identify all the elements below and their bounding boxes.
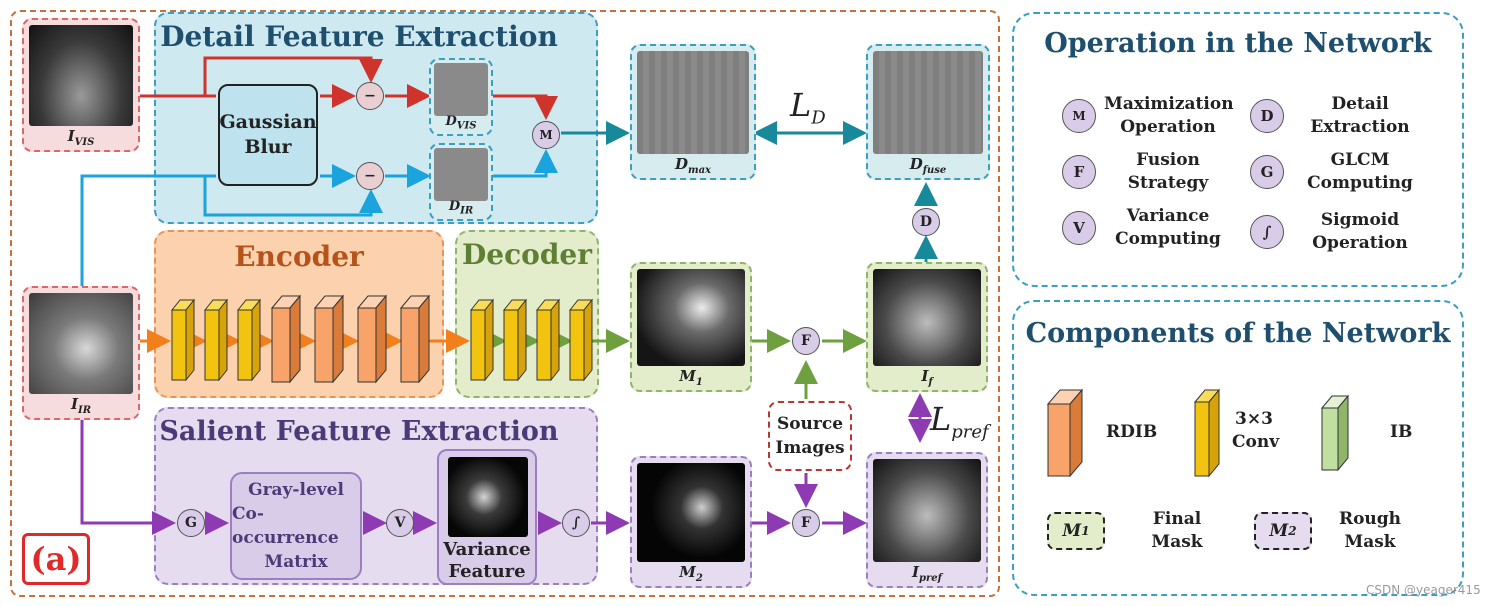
sigmoid-op: ∫ <box>562 509 590 537</box>
decoder-title: Decoder <box>462 238 592 271</box>
image-i-f: If <box>866 262 988 392</box>
image-d-fuse: Dfuse <box>866 44 990 180</box>
source-line-2: Images <box>775 438 845 458</box>
variance-feature-block: Variance Feature <box>437 449 537 585</box>
subtract-op-ir: − <box>356 162 384 190</box>
encoder-conv-blocks <box>170 298 262 382</box>
gaussian-blur-block: Gaussian Blur <box>218 84 318 186</box>
image-i-vis: IVIS <box>22 18 140 152</box>
caption-d-max: Dmax <box>674 155 712 176</box>
legend-conv-icon <box>1193 388 1221 478</box>
image-m1: M1 <box>630 262 752 392</box>
fused-image <box>873 269 981 366</box>
image-i-ir: IIR <box>22 286 140 420</box>
source-line-1: Source <box>776 414 844 434</box>
glcm-line-3: Matrix <box>264 552 328 572</box>
legend-max-icon: M <box>1062 99 1096 133</box>
variance-op: V <box>386 509 414 537</box>
gaussian-line-2: Blur <box>244 136 292 158</box>
image-m2: M2 <box>630 456 752 588</box>
variance-feature-label: Variance Feature <box>439 539 535 583</box>
gaussian-line-1: Gaussian <box>219 111 317 133</box>
fusion-op-bottom: F <box>792 509 820 537</box>
detail-fuse-image <box>873 51 983 154</box>
final-mask-image <box>637 269 745 366</box>
legend-ib-label: IB <box>1390 422 1413 442</box>
legend-rdib-label: RDIB <box>1106 422 1158 442</box>
infrared-image <box>29 293 133 394</box>
glcm-line-2: Co-occurrence <box>232 504 339 548</box>
visible-image <box>29 25 133 126</box>
decoder-conv-blocks <box>469 298 594 382</box>
fusion-op-top: F <box>792 327 820 355</box>
image-d-ir: DIR <box>429 143 493 221</box>
caption-m2: M2 <box>679 563 703 584</box>
legend-variance-icon: V <box>1062 211 1096 245</box>
caption-d-vis: DVIS <box>445 114 477 132</box>
components-legend-title: Components of the Network <box>1025 318 1451 349</box>
maximization-op: M <box>532 121 560 149</box>
source-images-block: Source Images <box>768 401 852 471</box>
caption-i-f: If <box>921 367 933 388</box>
figure-tag: (a) <box>22 533 90 585</box>
detail-vis-image <box>434 63 488 116</box>
caption-d-fuse: Dfuse <box>909 155 947 176</box>
encoder-rdib-blocks <box>270 294 431 384</box>
glcm-block: Gray-level Co-occurrence Matrix <box>230 472 362 580</box>
components-legend-panel <box>1012 300 1464 596</box>
legend-detail-icon: D <box>1250 99 1284 133</box>
glcm-line-1: Gray-level <box>248 480 344 500</box>
encoder-title: Encoder <box>234 240 364 273</box>
watermark: CSDN @yeager415 <box>1366 583 1481 597</box>
image-i-pref: Ipref <box>866 452 988 588</box>
operations-legend-title: Operation in the Network <box>1044 28 1432 59</box>
rough-mask-image <box>637 463 745 562</box>
main-frame <box>10 10 1000 597</box>
loss-pref-label: Lpref <box>930 400 989 443</box>
loss-d-label: LD <box>790 86 826 129</box>
salient-module-title: Salient Feature Extraction <box>159 416 559 447</box>
legend-ib-icon <box>1320 394 1350 472</box>
caption-i-vis: IVIS <box>67 127 95 148</box>
caption-d-ir: DIR <box>448 199 474 217</box>
variance-line-1: Variance <box>443 539 531 560</box>
detail-ir-image <box>434 148 488 201</box>
image-d-vis: DVIS <box>429 58 493 136</box>
caption-m1: M1 <box>679 367 703 388</box>
subtract-op-vis: − <box>356 82 384 110</box>
legend-fusion-icon: F <box>1062 155 1096 189</box>
operations-legend-panel <box>1012 12 1464 287</box>
image-d-max: Dmax <box>630 44 756 180</box>
detail-max-image <box>637 51 749 154</box>
caption-i-pref: Ipref <box>912 563 942 584</box>
legend-rdib-icon <box>1046 388 1084 478</box>
variance-line-2: Feature <box>448 561 526 582</box>
glcm-op: G <box>177 509 205 537</box>
caption-i-ir: IIR <box>70 395 92 416</box>
legend-glcm-icon: G <box>1250 155 1284 189</box>
detail-extraction-op: D <box>912 208 940 236</box>
detail-module-title: Detail Feature Extraction <box>160 20 558 53</box>
variance-feature-image <box>448 457 528 537</box>
pref-image <box>873 459 981 562</box>
legend-sigmoid-icon: ∫ <box>1250 215 1284 249</box>
